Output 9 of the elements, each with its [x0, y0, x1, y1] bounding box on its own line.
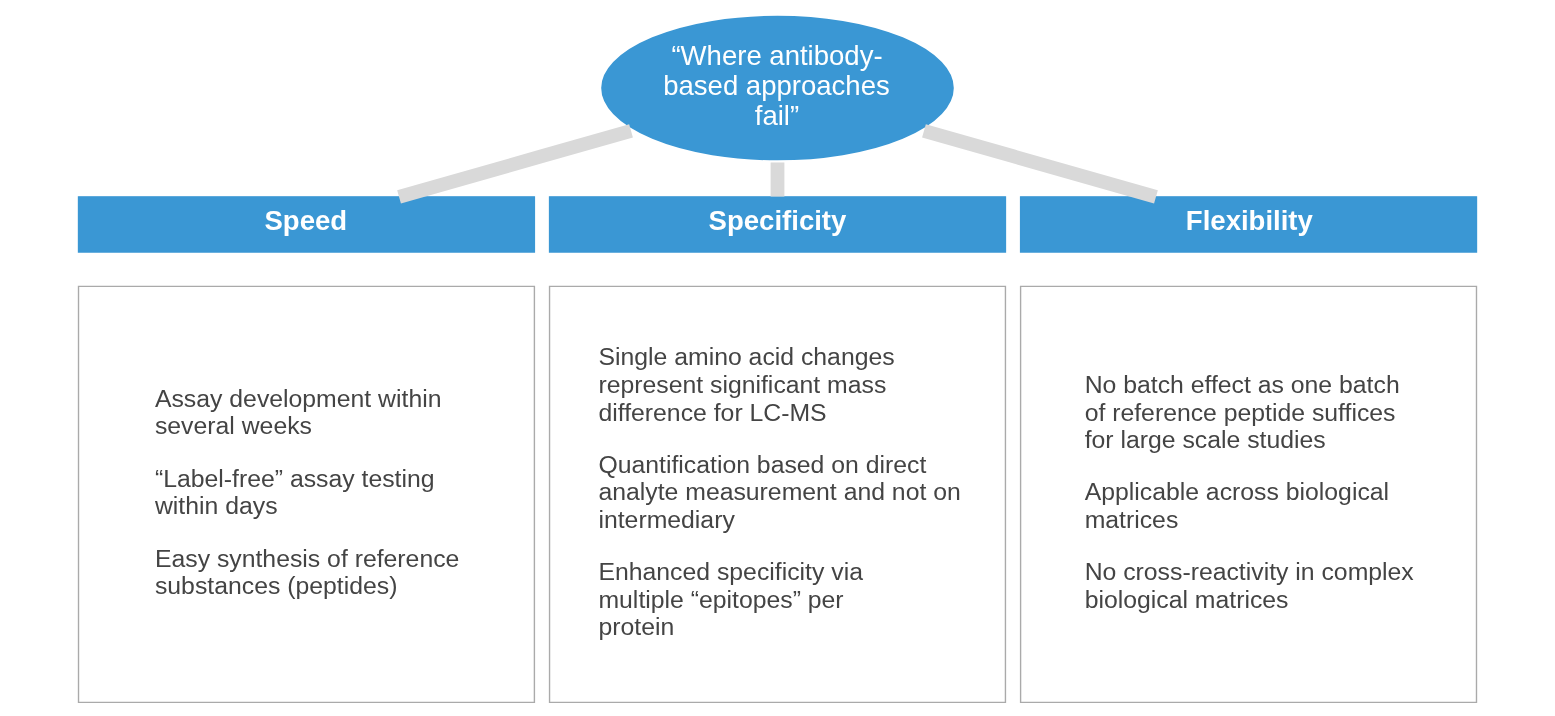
node-box: No batch effect as one batch of reference peptide suffices for large scale studies Applicable across biological matrices No cross-reactivity in complex biological matrices — [1019, 285, 1478, 704]
connector — [770, 162, 785, 197]
node-box: Assay development within several weeks “Label-free” assay testing within days Easy synthesis of reference substances (peptides) — [77, 285, 536, 704]
connector — [397, 124, 633, 204]
node-box: Flexibility — [1019, 196, 1478, 253]
connector — [922, 124, 1158, 204]
node-box: Specificity — [548, 196, 1007, 253]
node-box: Single amino acid changes represent significant mass difference for LC-MS Quantification based on direct analyte measurement and not on intermediary Enhanced specificity via multiple “epitopes” per protein — [548, 285, 1007, 704]
node-box: Speed — [77, 196, 536, 253]
